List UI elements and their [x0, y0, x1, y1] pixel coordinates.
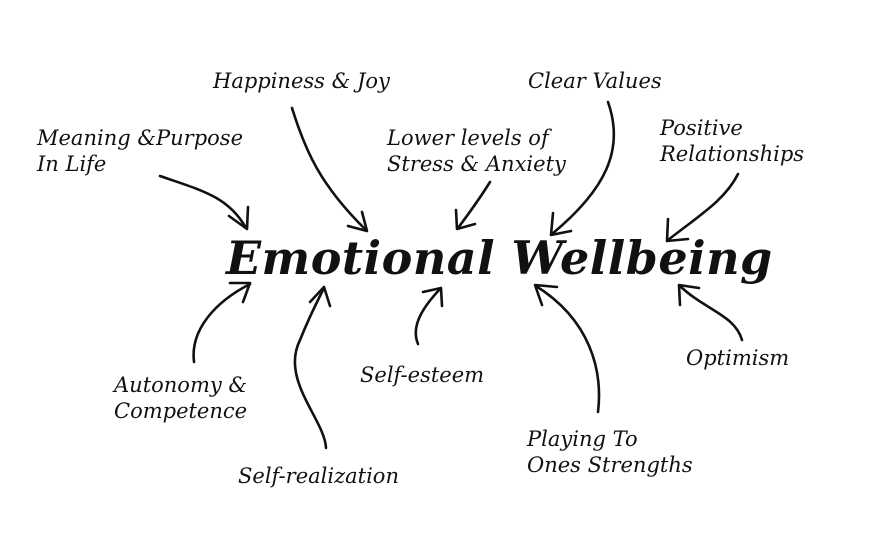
arrowhead-clear-values: [549, 211, 573, 237]
arrowhead-happiness: [346, 210, 369, 233]
arrow-stress: [456, 180, 492, 230]
arrowhead-stress: [454, 208, 477, 231]
arrow-autonomy: [192, 282, 252, 364]
arrow-self-realization: [293, 286, 328, 450]
arrow-clear-values: [550, 100, 616, 236]
arrow-happiness: [290, 106, 368, 232]
label-autonomy-competence: Autonomy & Competence: [114, 373, 248, 423]
arrow-meaning: [158, 174, 248, 230]
label-self-realization: Self-realization: [238, 464, 399, 488]
arrow-self-esteem: [414, 287, 442, 346]
label-positive-relationships: Positive Relationships: [660, 116, 805, 166]
label-happiness-joy: Happiness & Joy: [213, 69, 390, 93]
label-lower-stress: Lower levels of Stress & Anxiety: [387, 126, 566, 176]
arrowhead-meaning: [227, 205, 250, 231]
label-meaning-purpose: Meaning &Purpose In Life: [37, 126, 244, 176]
arrowhead-self-realization: [308, 285, 332, 308]
label-optimism: Optimism: [686, 346, 790, 370]
arrowhead-optimism: [677, 283, 701, 307]
arrowhead-relationships: [665, 217, 690, 243]
label-playing-to-strengths: Playing To Ones Strengths: [527, 427, 693, 477]
arrow-relationships: [666, 172, 740, 242]
label-self-esteem: Self-esteem: [360, 363, 485, 387]
label-clear-values: Clear Values: [528, 69, 662, 93]
arrow-optimism: [678, 284, 744, 342]
arrowhead-playing: [533, 283, 559, 307]
arrowhead-autonomy: [228, 281, 252, 304]
diagram-title-emotional-wellbeing: Emotional Wellbeing: [226, 231, 773, 285]
arrow-playing: [534, 284, 601, 414]
arrowhead-self-esteem: [421, 286, 444, 308]
